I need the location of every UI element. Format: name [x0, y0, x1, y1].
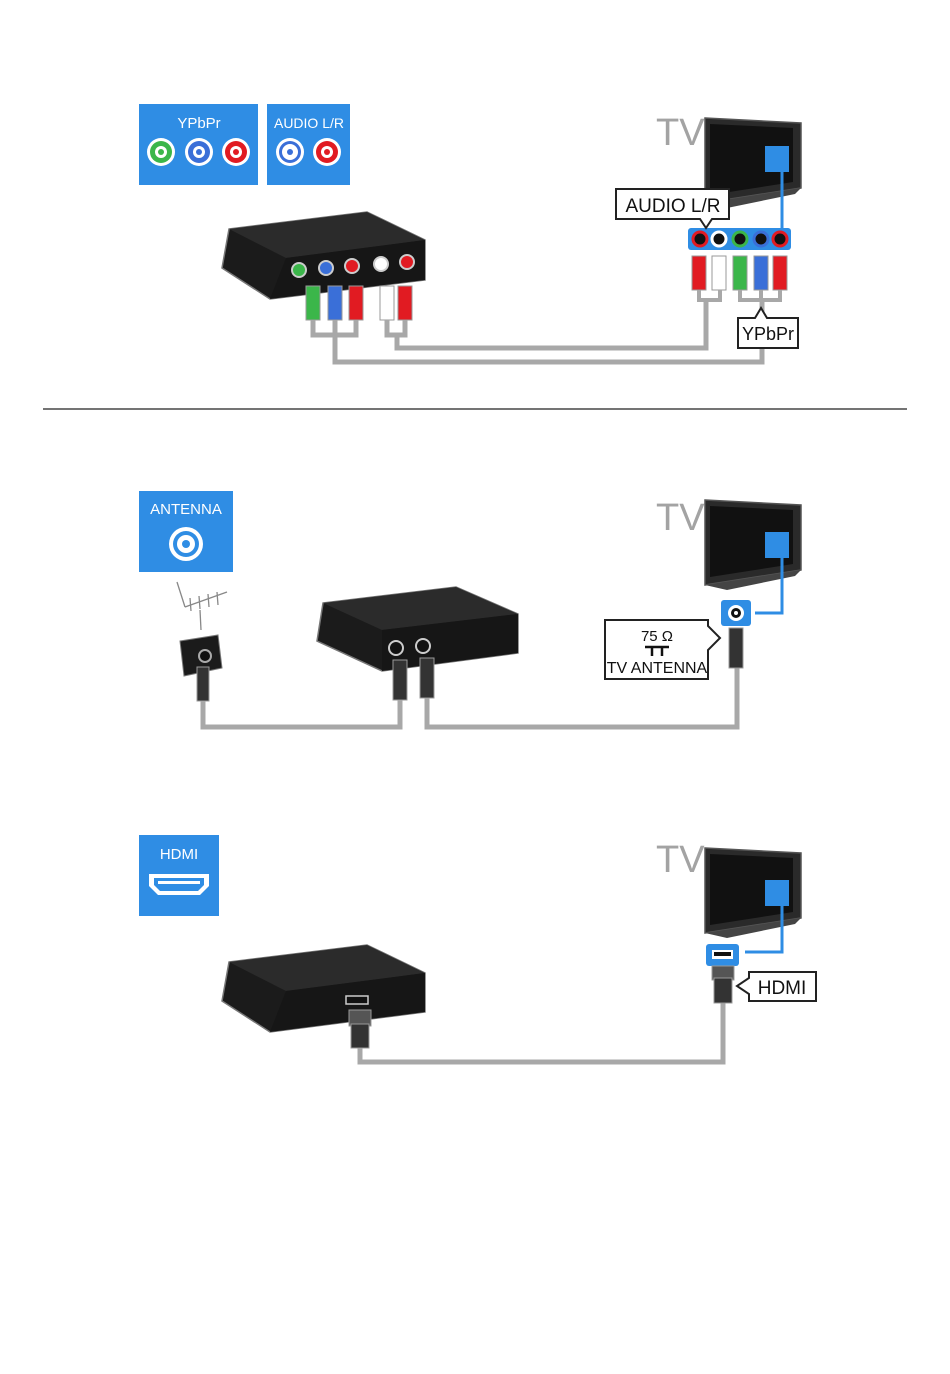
hdmi-device — [222, 945, 425, 1048]
ypbpr-badge: YPbPr — [139, 104, 258, 185]
antenna-tv-jack — [721, 600, 751, 668]
component-tv-label: TV — [656, 112, 705, 154]
ypbpr-jack-icons — [147, 138, 250, 166]
antenna-tv — [705, 500, 801, 613]
hdmi-port-icon — [149, 874, 209, 895]
antenna-aerial-icon — [177, 582, 227, 630]
antenna-callout: 75 Ω TV ANTENNA — [605, 620, 720, 679]
coax-jack-icon — [169, 527, 203, 561]
hdmi-section: HDMI TV — [139, 835, 816, 1062]
antenna-callout-ohm: 75 Ω — [641, 628, 673, 645]
antenna-callout-name: TV ANTENNA — [607, 660, 708, 677]
component-device — [222, 212, 425, 299]
hdmi-tv-label: TV — [656, 839, 705, 881]
hdmi-callout: HDMI — [737, 972, 816, 1001]
hdmi-badge: HDMI — [139, 835, 219, 916]
component-tv-jacks — [688, 228, 791, 300]
hdmi-tv-port — [706, 944, 739, 1003]
antenna-tv-label: TV — [656, 497, 705, 539]
audio-callout-text: AUDIO L/R — [625, 196, 720, 217]
audio-badge-label: AUDIO L/R — [274, 115, 344, 131]
antenna-section: ANTENNA — [139, 491, 801, 727]
hdmi-badge-label: HDMI — [160, 846, 198, 863]
audio-callout: AUDIO L/R — [616, 189, 729, 228]
component-section: YPbPr AUDIO L/R — [139, 104, 801, 362]
ypbpr-callout-text: YPbPr — [742, 324, 794, 344]
audio-badge: AUDIO L/R — [267, 104, 350, 185]
antenna-badge: ANTENNA — [139, 491, 233, 572]
ypbpr-badge-label: YPbPr — [177, 115, 220, 132]
antenna-badge-label: ANTENNA — [150, 501, 222, 518]
hdmi-tv — [705, 848, 801, 952]
antenna-device — [317, 587, 518, 700]
antenna-wall-socket — [180, 635, 222, 701]
ypbpr-callout: YPbPr — [738, 308, 798, 348]
hdmi-callout-text: HDMI — [758, 978, 807, 999]
